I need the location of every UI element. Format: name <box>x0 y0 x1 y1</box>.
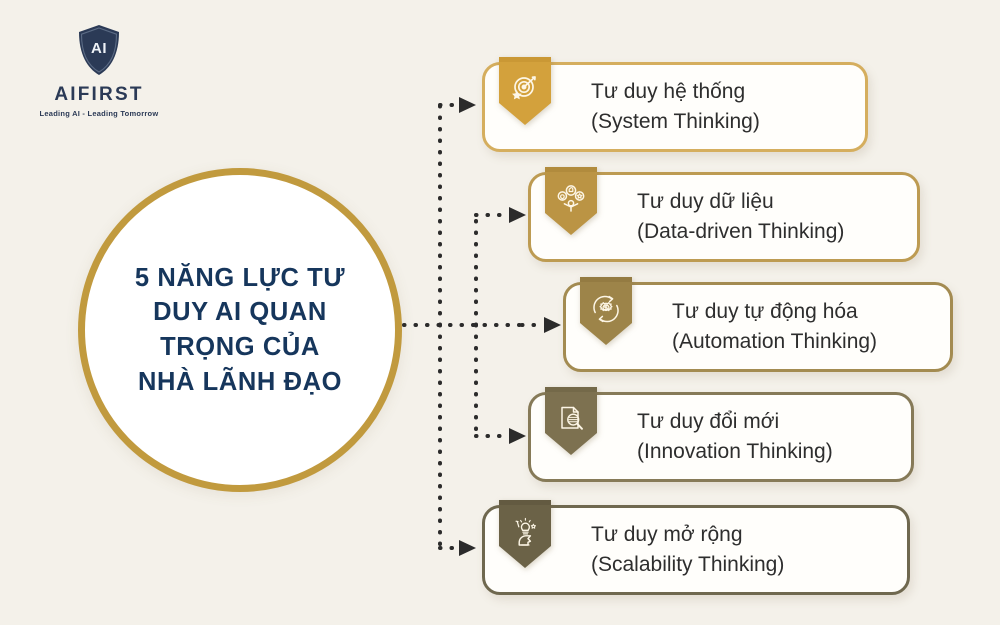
gear-cycle-dollar-icon <box>578 275 634 347</box>
card-label: Tư duy mở rộng (Scalability Thinking) <box>591 520 784 580</box>
logo-tagline: Leading AI - Leading Tomorrow <box>39 109 159 118</box>
brand-logo: AI AIFIRST Leading AI - Leading Tomorrow <box>24 24 174 124</box>
card-title-vi: Tư duy hệ thống <box>591 80 746 104</box>
card-title-vi: Tư duy dữ liệu <box>637 190 774 214</box>
card-label: Tư duy hệ thống (System Thinking) <box>591 77 760 137</box>
card-title-en: (Innovation Thinking) <box>637 440 833 463</box>
title-line-3: TRỌNG CỦA <box>160 333 320 361</box>
capability-card-scalability-thinking[interactable]: Tư duy mở rộng (Scalability Thinking) <box>482 500 910 595</box>
card-title-en: (Scalability Thinking) <box>591 553 785 576</box>
card-title-en: (Automation Thinking) <box>672 330 878 353</box>
capability-card-automation-thinking[interactable]: Tư duy tự động hóa (Automation Thinking) <box>563 277 953 372</box>
card-title-vi: Tư duy đổi mới <box>637 410 780 434</box>
logo-wordmark: AIFIRST <box>54 84 144 105</box>
title-line-2: DUY AI QUAN <box>153 298 327 327</box>
capability-card-innovation-thinking[interactable]: Tư duy đổi mới (Innovation Thinking) <box>528 387 914 482</box>
head-lightbulb-icon <box>497 498 553 570</box>
document-magnifier-icon <box>543 385 599 457</box>
svg-text:AI: AI <box>91 40 107 57</box>
shield-icon: AI <box>77 24 121 81</box>
card-label: Tư duy đổi mới (Innovation Thinking) <box>637 407 833 467</box>
card-title-vi: Tư duy mở rộng <box>591 523 743 547</box>
center-circle: 5 NĂNG LỰC TƯ DUY AI QUAN TRỌNG CỦA NHÀ … <box>78 168 402 492</box>
card-title-en: (System Thinking) <box>591 110 760 133</box>
capability-card-system-thinking[interactable]: Tư duy hệ thống (System Thinking) <box>482 57 868 152</box>
card-label: Tư duy tự động hóa (Automation Thinking) <box>672 297 877 357</box>
title-line-4: NHÀ LÃNH ĐẠO <box>137 367 343 396</box>
card-title-vi: Tư duy tự động hóa <box>672 300 858 324</box>
page-title: 5 NĂNG LỰC TƯ DUY AI QUAN TRỌNG CỦA NHÀ … <box>100 261 380 400</box>
title-line-1: 5 NĂNG LỰC TƯ <box>134 263 346 292</box>
people-feedback-icon <box>543 165 599 237</box>
card-label: Tư duy dữ liệu (Data-driven Thinking) <box>637 187 844 247</box>
card-title-en: (Data-driven Thinking) <box>637 220 845 243</box>
target-dartboard-icon <box>497 55 553 127</box>
capability-card-data-driven-thinking[interactable]: Tư duy dữ liệu (Data-driven Thinking) <box>528 167 920 262</box>
